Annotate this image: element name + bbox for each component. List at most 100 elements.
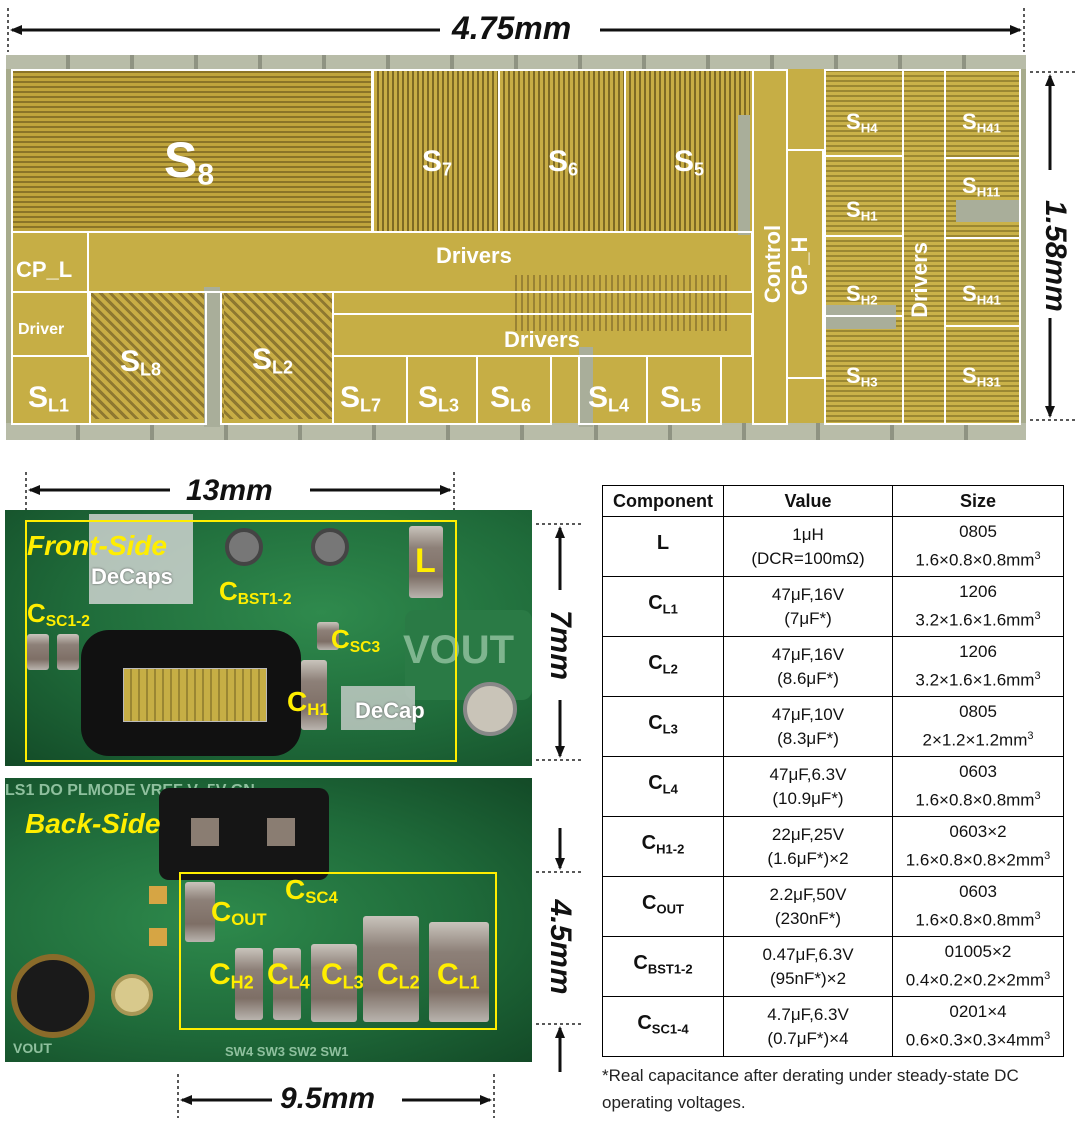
vout-pad bbox=[405, 610, 532, 700]
label-sh1: SH1 bbox=[846, 197, 878, 224]
block-sh41-bottom bbox=[944, 237, 1021, 327]
cap-cout bbox=[185, 882, 215, 942]
cl3-label: CL3 bbox=[321, 958, 364, 993]
ch1-label: CH1 bbox=[287, 686, 329, 720]
sl8-array bbox=[90, 291, 224, 419]
front-side-title: Front-Side bbox=[27, 530, 167, 561]
sl2-array bbox=[224, 291, 332, 419]
block-sh31 bbox=[944, 325, 1021, 425]
label-sh41-top: SH41 bbox=[962, 109, 1001, 136]
vout-silkscreen: VOUT bbox=[403, 628, 515, 672]
component-name: CBST1-2 bbox=[602, 936, 724, 997]
die-on-board bbox=[123, 668, 267, 722]
gold-pad-1 bbox=[149, 886, 167, 904]
header-connector bbox=[159, 788, 329, 880]
coax-connector bbox=[11, 954, 95, 1038]
decaps-white-part bbox=[89, 514, 193, 604]
csc12-label: CSC1-2 bbox=[27, 598, 90, 630]
block-drivers-top bbox=[87, 231, 753, 293]
block-sl5 bbox=[646, 355, 722, 425]
component-value: 2.2μF,50V(230nF*) bbox=[723, 876, 893, 937]
cap-cl2 bbox=[363, 916, 419, 1022]
die-width-label: 4.75mm bbox=[452, 10, 572, 46]
gray-pad-1 bbox=[826, 305, 896, 329]
component-name: L bbox=[602, 516, 724, 577]
back-width-label: 9.5mm bbox=[280, 1082, 376, 1115]
label-sl1: SL1 bbox=[28, 381, 70, 416]
component-name: CL3 bbox=[602, 696, 724, 757]
label-sh41-bottom: SH41 bbox=[962, 281, 1001, 308]
footnote-line-2: operating voltages. bbox=[602, 1093, 746, 1112]
back-height-label: 4.5mm bbox=[544, 899, 577, 995]
via-1 bbox=[225, 528, 263, 566]
vout-terminal bbox=[463, 682, 517, 736]
label-sl8: SL8 bbox=[120, 345, 162, 380]
component-name: CH1-2 bbox=[602, 816, 724, 877]
label-sl3: SL3 bbox=[418, 381, 460, 416]
die-micrograph: S8 S7 S6 S5 SH4 SH41 SH11 SH1 SH2 SH41 S… bbox=[6, 55, 1026, 440]
label-sh4: SH4 bbox=[846, 109, 878, 136]
cap-csc2 bbox=[57, 634, 79, 670]
s8-array bbox=[13, 71, 371, 231]
component-name: COUT bbox=[602, 876, 724, 937]
label-drivers-right: Drivers bbox=[907, 242, 932, 318]
via-2 bbox=[311, 528, 349, 566]
die-bottom-pads bbox=[6, 423, 1026, 440]
back-vout-silkscreen: VOUT bbox=[13, 1040, 52, 1056]
component-value: 1μH(DCR=100mΩ) bbox=[723, 516, 893, 577]
component-value: 4.7μF,6.3V(0.7μF*)×4 bbox=[723, 996, 893, 1057]
label-sh3: SH3 bbox=[846, 363, 878, 390]
gray-strip-2 bbox=[579, 347, 593, 427]
back-silkscreen-bottom: SW4 SW3 SW2 SW1 bbox=[225, 1044, 349, 1059]
header-pin-1 bbox=[191, 818, 219, 846]
cap-csc3 bbox=[317, 622, 339, 650]
cout-label: COUT bbox=[211, 896, 267, 930]
component-value: 22μF,25V(1.6μF*)×2 bbox=[723, 816, 893, 877]
label-sl5: SL5 bbox=[660, 381, 702, 416]
back-side-photo: LS1 DO PLMODE VREF V_5V GN SW4 SW3 SW2 S… bbox=[5, 778, 532, 1062]
cl1-label: CL1 bbox=[437, 958, 480, 993]
test-pad bbox=[111, 974, 153, 1016]
component-name: CL1 bbox=[602, 576, 724, 637]
high-side-array bbox=[824, 71, 1020, 425]
label-sh31: SH31 bbox=[962, 363, 1001, 390]
cl4-label: CL4 bbox=[267, 958, 310, 993]
label-drivers-mid: Drivers bbox=[504, 327, 580, 352]
header-component: Component bbox=[602, 485, 724, 517]
csc4-label: CSC4 bbox=[285, 874, 338, 908]
label-sl6: SL6 bbox=[490, 381, 532, 416]
gray-pad-2 bbox=[956, 200, 1020, 222]
die-height-label: 1.58mm bbox=[1039, 200, 1072, 312]
label-s5: S5 bbox=[674, 145, 705, 180]
label-sl2: SL2 bbox=[252, 343, 294, 378]
cap-ch1 bbox=[301, 660, 327, 730]
die-top-pads bbox=[6, 55, 1026, 69]
component-name: CSC1-4 bbox=[602, 996, 724, 1057]
front-height-label: 7mm bbox=[544, 609, 577, 681]
cap-cl1 bbox=[429, 922, 489, 1022]
table-footnote: *Real capacitance after derating under s… bbox=[602, 1062, 1072, 1116]
gold-pad-2 bbox=[149, 928, 167, 946]
footnote-line-1: *Real capacitance after derating under s… bbox=[602, 1066, 1019, 1085]
gray-strip-3 bbox=[738, 115, 750, 235]
component-value: 47μF,16V(7μF*) bbox=[723, 576, 893, 637]
table-header-row: Component Value Size bbox=[602, 485, 1064, 517]
drivers-mesh bbox=[511, 275, 731, 331]
back-side-title: Back-Side bbox=[25, 808, 161, 839]
back-highlight-box bbox=[179, 872, 497, 1030]
label-s8: S8 bbox=[164, 132, 215, 192]
